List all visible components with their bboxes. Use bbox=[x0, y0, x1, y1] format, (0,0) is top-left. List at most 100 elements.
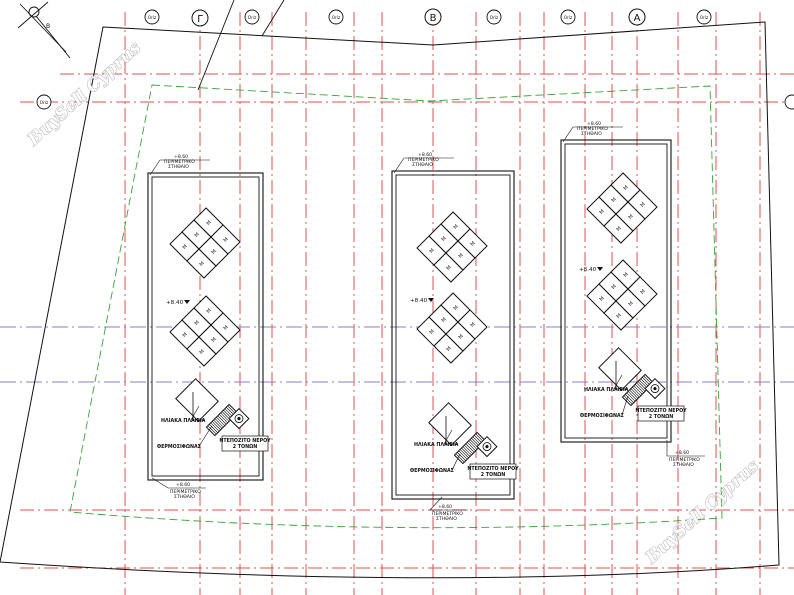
water-heater-cylinder bbox=[205, 403, 250, 437]
perimeter-line1: ΠΕΡΙΜΕΤΡΙΚΟ bbox=[577, 126, 608, 132]
panel-mark: Μ bbox=[223, 237, 230, 244]
water-tank-label-1: ΝΤΕΠΟΖΙΤΟ ΝΕΡΟΥ bbox=[635, 408, 687, 414]
water-tank-label-2: 2 ΤΟΝΩΝ bbox=[233, 444, 257, 450]
perimeter-level: +8.60 bbox=[176, 482, 190, 488]
solar-collector-label: ΗΛΙΑΚΑ ΠΛΑΙΣΙΑ bbox=[161, 418, 206, 424]
grid-tag-text: Οriz bbox=[700, 15, 709, 20]
panel-level-text: +8.40 bbox=[410, 298, 428, 304]
grid-tag-4: Οriz bbox=[486, 9, 502, 25]
panel-mark: Μ bbox=[441, 236, 448, 243]
water-heater-label: ΘΕΡΜΟΣΙΦΩΝΑΣ bbox=[410, 468, 454, 474]
perimeter-line1: ΠΕΡΙΜΕΤΡΙΚΟ bbox=[170, 489, 201, 495]
perimeter-level: +8.60 bbox=[438, 504, 452, 510]
axis-lines bbox=[0, 326, 794, 383]
plot-boundary bbox=[0, 21, 780, 579]
panel-mark: Μ bbox=[211, 337, 218, 344]
panel-mark: Μ bbox=[611, 197, 618, 204]
grid-bubble-label: Α bbox=[634, 13, 641, 24]
water-tank-label-2: 2 ΤΟΝΩΝ bbox=[649, 414, 673, 420]
panel-mark: Μ bbox=[194, 320, 201, 327]
panel-level-marker: +8.40 bbox=[410, 298, 434, 304]
panel-mark: Μ bbox=[199, 261, 206, 268]
panel-mark: Μ bbox=[429, 329, 436, 336]
panel-mark: Μ bbox=[453, 224, 460, 231]
perimeter-level: +8.60 bbox=[675, 450, 689, 456]
water-heater-cylinder bbox=[453, 431, 498, 465]
north-arrow: B bbox=[17, 1, 71, 59]
watermark-bottom-right: BuySell Cyprus bbox=[641, 456, 763, 569]
panel-mark: Μ bbox=[441, 317, 448, 324]
grid-bubble-gamma: Γ bbox=[191, 9, 209, 27]
water-tank-label-1: ΝΤΕΠΟΖΙΤΟ ΝΕΡΟΥ bbox=[219, 438, 271, 444]
grid-bubble-label: Γ bbox=[197, 14, 203, 25]
north-arrow-label: B bbox=[46, 23, 50, 30]
perimeter-line1: ΠΕΡΙΜΕΤΡΙΚΟ bbox=[164, 159, 195, 165]
panel-mark: Μ bbox=[182, 244, 189, 251]
panel-mark: Μ bbox=[199, 349, 206, 356]
panel-mark: Μ bbox=[623, 185, 630, 192]
parapet-inner bbox=[564, 143, 668, 439]
solar-panel bbox=[627, 189, 658, 220]
solar-collector-label: ΗΛΙΑΚΑ ΠΛΑΙΣΙΑ bbox=[414, 442, 459, 448]
solar-panel bbox=[210, 312, 241, 343]
grid-tag-text: Οriz bbox=[248, 15, 257, 20]
perimeter-line2: ΣΤΗΘΑΙΟ bbox=[174, 494, 195, 500]
parapet-outer bbox=[147, 172, 264, 481]
panel-level-marker: +8.40 bbox=[579, 267, 603, 273]
perimeter-level: +8.60 bbox=[587, 121, 601, 127]
perimeter-line2: ΣΤΗΘΑΙΟ bbox=[436, 516, 457, 522]
grid-tag-text: Οriz bbox=[332, 15, 341, 20]
equipment-labels: ΗΛΙΑΚΑ ΠΛΑΙΣΙΑ ΘΕΡΜΟΣΙΦΩΝΑΣ ΝΤΕΠΟΖΙΤΟ ΝΕΡΟ… bbox=[410, 429, 519, 480]
panel-mark: Μ bbox=[223, 325, 230, 332]
water-tank-label-1: ΝΤΕΠΟΖΙΤΟ ΝΕΡΟΥ bbox=[467, 466, 519, 472]
equipment-labels: ΗΛΙΑΚΑ ΠΛΑΙΣΙΑ ΘΕΡΜΟΣΙΦΩΝΑΣ ΝΤΕΠΟΖΙΤΟ ΝΕΡΟ… bbox=[157, 405, 271, 452]
grid-tag-text: Οriz bbox=[40, 100, 49, 105]
grid-tag-right bbox=[784, 94, 794, 110]
panel-mark: Μ bbox=[446, 265, 453, 272]
grid-bubble-label: Β bbox=[430, 13, 437, 24]
perimeter-level: +8.60 bbox=[174, 154, 188, 160]
grid-tag-left: Οriz bbox=[36, 94, 52, 110]
panel-mark: Μ bbox=[182, 332, 189, 339]
roof-units: +8.60ΠΕΡΙΜΕΤΡΙΚΟΣΤΗΘΑΙΟΜΜΜΜΜΜΜΜΜΜΜΜ+8.40… bbox=[147, 121, 705, 522]
panel-mark: Μ bbox=[470, 241, 477, 248]
panel-level-marker: +8.40 bbox=[166, 300, 190, 306]
water-heater-label: ΘΕΡΜΟΣΙΦΩΝΑΣ bbox=[157, 444, 201, 450]
panel-level-text: +8.40 bbox=[579, 267, 597, 273]
grid-tag-1: Οriz bbox=[144, 9, 160, 25]
panel-level-text: +8.40 bbox=[166, 300, 184, 306]
grid-tag-5: Οriz bbox=[560, 9, 576, 25]
heater-and-tank bbox=[598, 347, 666, 407]
panel-mark: Μ bbox=[429, 248, 436, 255]
grid-bubble-beta: Β bbox=[424, 8, 442, 26]
panel-mark: Μ bbox=[206, 308, 213, 315]
panel-mark: Μ bbox=[453, 305, 460, 312]
watermark-top-left: BuySell Cyprus bbox=[23, 38, 145, 151]
panel-mark: Μ bbox=[616, 226, 623, 233]
panel-mark: Μ bbox=[458, 253, 465, 260]
grid-bubbles: Οriz Γ Οriz Οriz Β Οriz Οriz Α bbox=[36, 8, 794, 110]
perimeter-line2: ΣΤΗΘΑΙΟ bbox=[168, 164, 189, 170]
access-line-1 bbox=[197, 0, 235, 91]
grid-tag-text: Οriz bbox=[490, 15, 499, 20]
panel-mark: Μ bbox=[446, 346, 453, 353]
parapet-outer bbox=[560, 139, 672, 443]
grid-tag-6: Οriz bbox=[696, 9, 712, 25]
water-tank-label-2: 2 ΤΟΝΩΝ bbox=[481, 472, 505, 478]
perimeter-level: +8.60 bbox=[418, 152, 432, 158]
panel-mark: Μ bbox=[611, 284, 618, 291]
panel-mark: Μ bbox=[458, 334, 465, 341]
solar-panel bbox=[627, 276, 658, 307]
